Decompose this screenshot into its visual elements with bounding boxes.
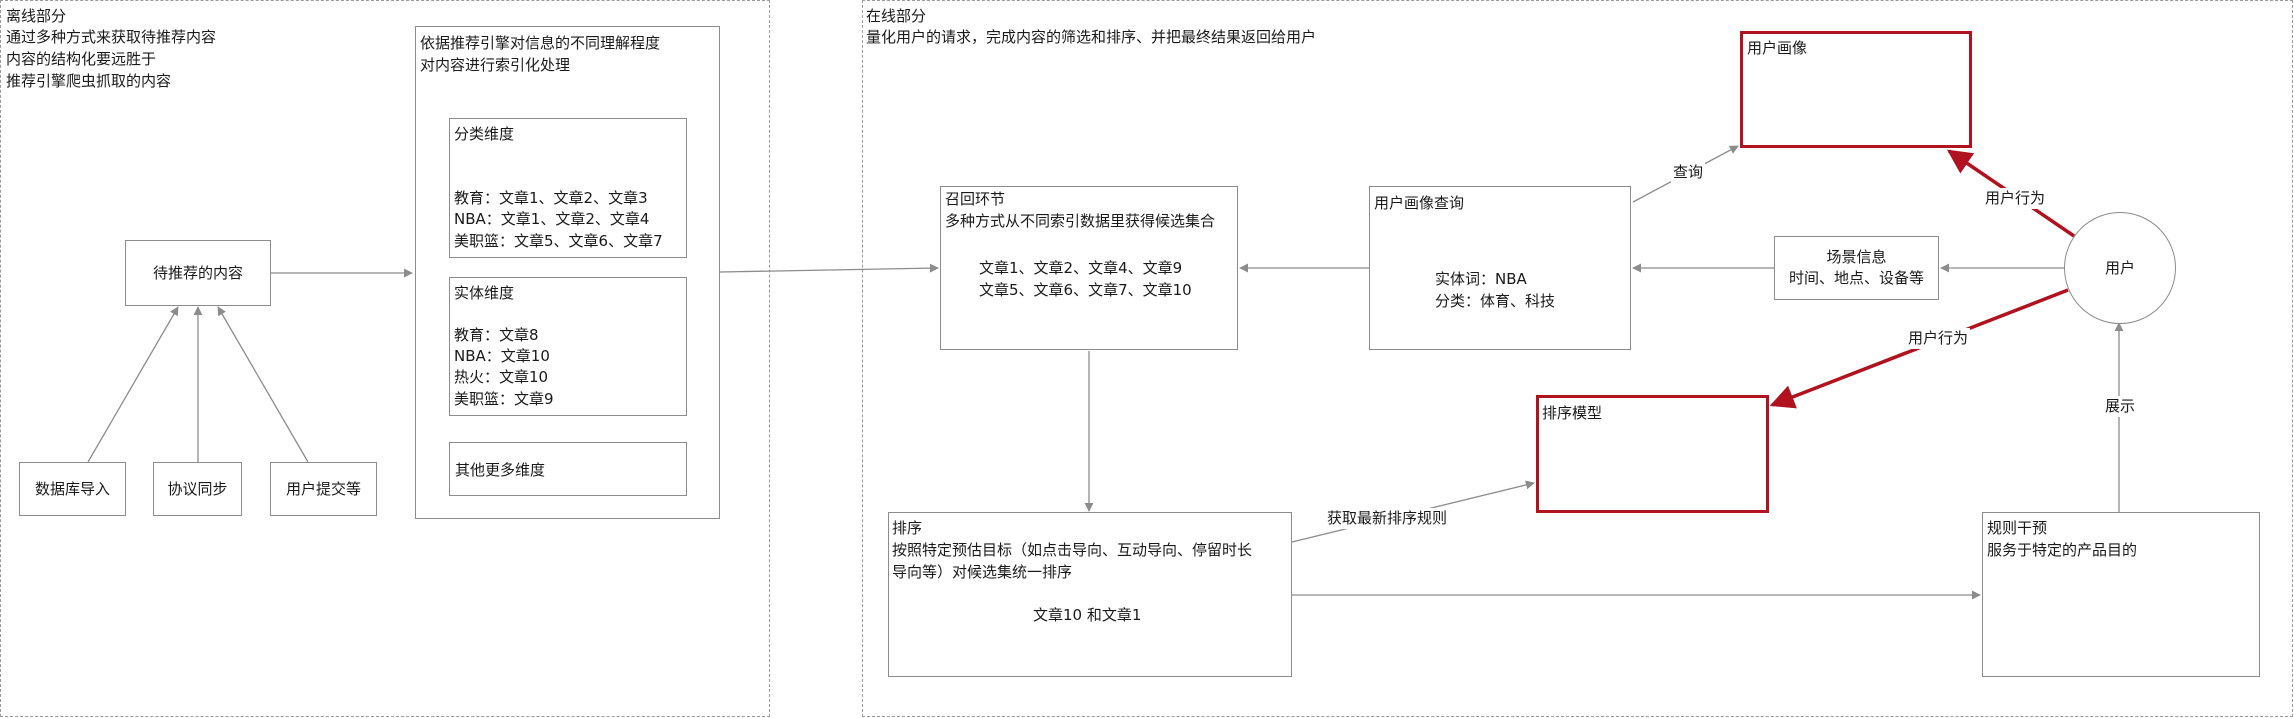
offline-region <box>0 0 770 717</box>
offline-desc-line: 内容的结构化要远胜于 <box>6 50 157 68</box>
recall-desc: 多种方式从不同索引数据里获得候选集合 <box>945 212 1216 230</box>
profile-query-line: 实体词：NBA <box>1435 270 1527 288</box>
index-title-line: 对内容进行索引化处理 <box>420 56 571 74</box>
scene-info-title: 场景信息 <box>1826 248 1887 266</box>
entity-line: NBA：文章10 <box>454 347 550 365</box>
edge-label-show: 展示 <box>2103 396 2138 417</box>
category-dimension-title: 分类维度 <box>454 125 515 143</box>
offline-desc-line: 推荐引擎爬虫抓取的内容 <box>6 72 172 90</box>
entity-dimension-title: 实体维度 <box>454 284 515 302</box>
entity-line: 美职篮：文章9 <box>454 390 554 408</box>
entity-line: 热火：文章10 <box>454 368 549 386</box>
ranking-desc-line: 导向等）对候选集统一排序 <box>892 563 1073 581</box>
online-desc: 量化用户的请求，完成内容的筛选和排序、并把最终结果返回给用户 <box>866 28 1317 46</box>
content-to-recommend-box[interactable]: 待推荐的内容 <box>125 240 271 306</box>
edge-label-latest-rules: 获取最新排序规则 <box>1325 508 1450 529</box>
rule-intervention-title: 规则干预 <box>1987 519 2048 537</box>
ranking-box[interactable] <box>888 512 1292 677</box>
ranking-title: 排序 <box>892 519 923 537</box>
source-user-submit[interactable]: 用户提交等 <box>270 462 377 516</box>
user-profile-label: 用户画像 <box>1747 39 1808 57</box>
edge-label-query: 查询 <box>1671 162 1706 183</box>
entity-line: 教育：文章8 <box>454 326 539 344</box>
source-database-import[interactable]: 数据库导入 <box>19 462 126 516</box>
recall-title: 召回环节 <box>945 190 1006 208</box>
profile-query-title: 用户画像查询 <box>1374 194 1465 212</box>
ranking-model-box[interactable] <box>1536 395 1769 513</box>
user-profile-box[interactable] <box>1740 31 1972 148</box>
edge-db-to-content <box>87 306 179 463</box>
category-dimension-box[interactable] <box>449 118 687 258</box>
rule-intervention-box[interactable] <box>1982 512 2260 677</box>
ranking-result: 文章10 和文章1 <box>1033 606 1142 624</box>
entity-dimension-box[interactable] <box>449 277 687 416</box>
category-line: 教育：文章1、文章2、文章3 <box>454 189 648 207</box>
category-line: 美职篮：文章5、文章6、文章7 <box>454 232 663 250</box>
online-region <box>862 0 2293 717</box>
offline-title: 离线部分 <box>6 7 67 25</box>
recall-line: 文章5、文章6、文章7、文章10 <box>979 281 1192 299</box>
online-title: 在线部分 <box>866 7 927 25</box>
edge-index-to-recall <box>719 263 939 273</box>
edge-label-user-behavior-top: 用户行为 <box>1983 188 2048 209</box>
more-dimensions-label: 其他更多维度 <box>455 460 546 479</box>
ranking-model-label: 排序模型 <box>1542 404 1603 422</box>
index-container[interactable] <box>415 26 720 519</box>
more-dimensions-box[interactable]: 其他更多维度 <box>449 442 687 496</box>
ranking-desc-line: 按照特定预估目标（如点击导向、互动导向、停留时长 <box>892 541 1253 559</box>
source-protocol-sync[interactable]: 协议同步 <box>153 462 242 516</box>
edge-label-user-behavior-mid: 用户行为 <box>1906 328 1971 349</box>
rule-intervention-desc: 服务于特定的产品目的 <box>1987 541 2138 559</box>
scene-info-detail: 时间、地点、设备等 <box>1788 269 1924 287</box>
profile-query-line: 分类：体育、科技 <box>1435 292 1556 310</box>
edge-submit-to-content <box>217 306 309 463</box>
index-title-line: 依据推荐引擎对信息的不同理解程度 <box>420 34 661 52</box>
recall-box[interactable] <box>940 186 1238 350</box>
scene-info-box[interactable]: 场景信息 时间、地点、设备等 <box>1774 236 1939 300</box>
recall-line: 文章1、文章2、文章4、文章9 <box>979 259 1183 277</box>
offline-desc-line: 通过多种方式来获取待推荐内容 <box>6 28 217 46</box>
user-node[interactable]: 用户 <box>2064 212 2176 324</box>
category-line: NBA：文章1、文章2、文章4 <box>454 210 650 228</box>
profile-query-box[interactable] <box>1369 186 1631 350</box>
